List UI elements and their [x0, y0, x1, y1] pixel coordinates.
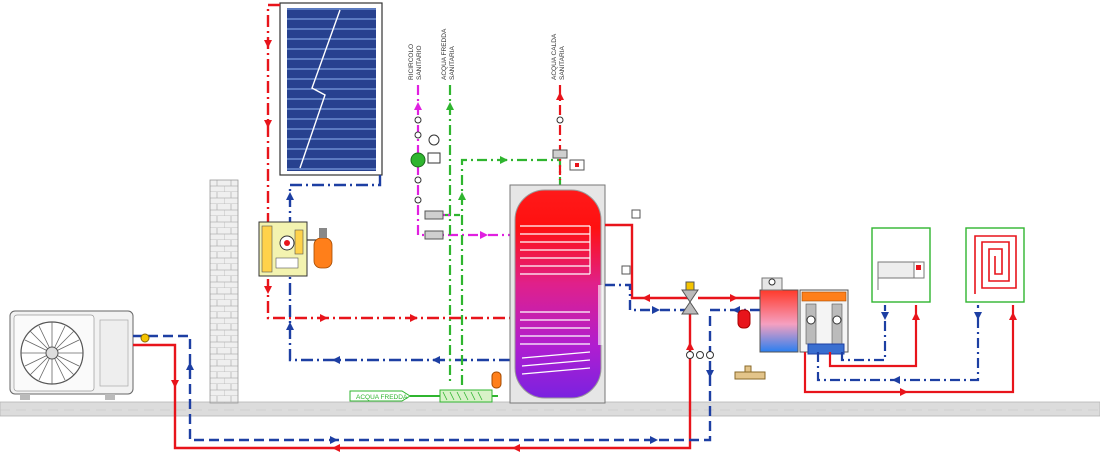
solar-loop-pipes	[266, 3, 515, 362]
label-ricircolo-line2: SANITARIO	[416, 45, 423, 80]
label-ricircolo: RICIRCOLO SANITARIO	[408, 44, 423, 80]
cold-inlet-label: ACQUA FREDDA	[356, 394, 408, 401]
buffer-tank	[759, 277, 799, 353]
label-acqua-calda: ACQUA CALDA SANITARIA	[551, 33, 566, 80]
floor-heating-coil-icon	[965, 227, 1025, 303]
fill-valve	[734, 365, 766, 380]
radiator-icon	[871, 227, 931, 303]
label-fredda-line2: SANITARIA	[449, 46, 456, 80]
solar-collector-icon	[279, 2, 383, 176]
label-fredda-line1: ACQUA FREDDA	[441, 28, 448, 80]
heat-pump-unit-icon	[9, 310, 134, 400]
ground-slab	[0, 401, 1100, 417]
label-ricircolo-line1: RICIRCOLO	[408, 44, 415, 80]
storage-tank-icon	[509, 184, 606, 404]
label-acqua-fredda: ACQUA FREDDA SANITARIA	[441, 28, 456, 80]
heat-pump-lines	[133, 312, 712, 450]
distribution-manifold	[799, 289, 849, 355]
solar-pump-station	[258, 221, 333, 277]
cold-water-inlet: ACQUA FREDDA	[349, 371, 502, 403]
recirculation-pump	[410, 131, 444, 240]
label-calda-line1: ACQUA CALDA	[551, 33, 558, 80]
brick-wall	[209, 179, 239, 404]
label-calda-line2: SANITARIA	[559, 46, 566, 80]
diverter-valve	[681, 281, 699, 315]
